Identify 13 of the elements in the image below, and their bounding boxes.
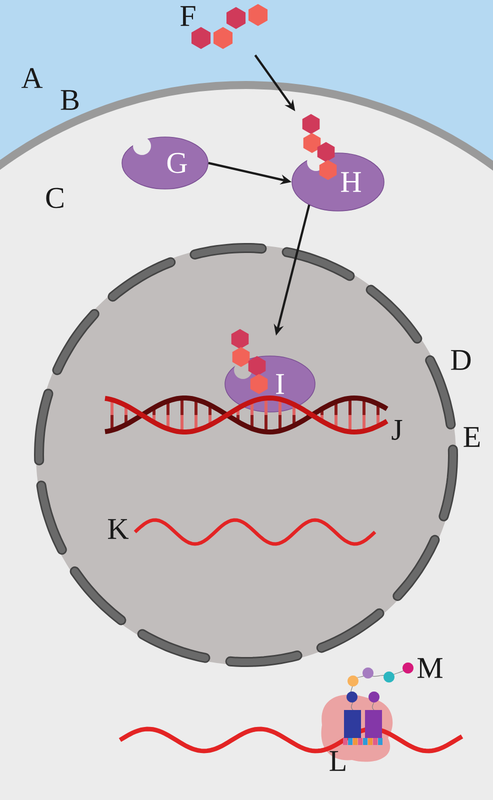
letter-label: F	[180, 6, 196, 26]
letter-label: M	[418, 658, 442, 678]
letter-label: D	[451, 350, 471, 370]
letter-label: L	[330, 751, 346, 771]
receptor-protein: G	[122, 136, 208, 190]
letter-label: J	[392, 420, 402, 440]
letter-label: K	[108, 519, 129, 539]
letter-label: A	[21, 68, 43, 88]
letter-label: E	[464, 427, 480, 447]
letter-label: B	[60, 90, 79, 110]
letter-label: C	[46, 188, 64, 208]
hormone-receptor-complex: H	[292, 114, 384, 212]
hormone-receptor-complex: I	[224, 329, 316, 412]
